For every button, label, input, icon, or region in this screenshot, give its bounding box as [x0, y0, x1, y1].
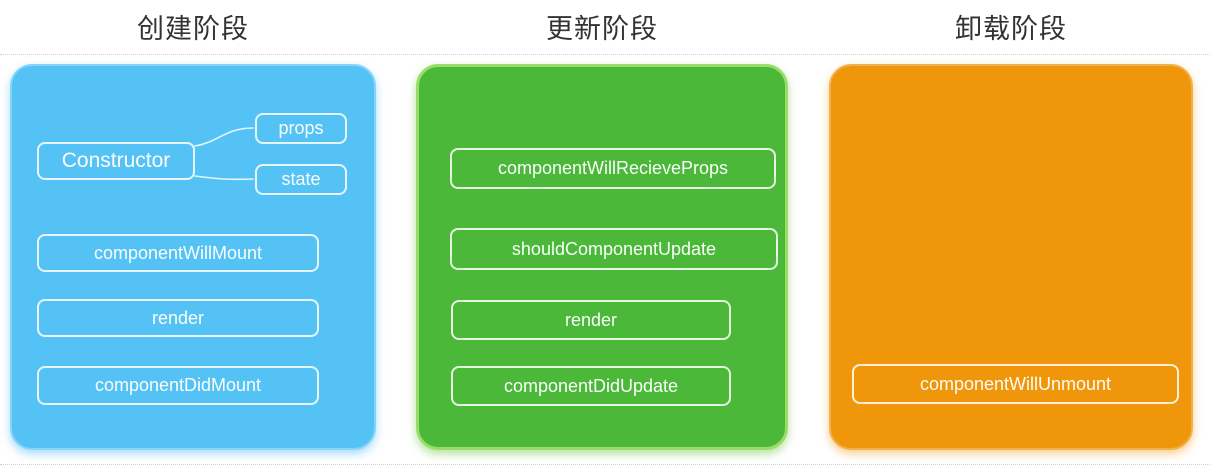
node-render-update: render — [451, 300, 731, 340]
panel-creation-phase: Constructor props state componentWillMou… — [10, 64, 376, 450]
constructor-to-state-connector — [194, 175, 254, 181]
node-render-create: render — [37, 299, 319, 337]
node-constructor: Constructor — [37, 142, 195, 180]
panel-title-unmount-phase: 卸载阶段 — [955, 14, 1067, 44]
node-props: props — [255, 113, 347, 144]
panel-update-phase: componentWillRecieveProps shouldComponen… — [416, 64, 788, 450]
node-state: state — [255, 164, 347, 195]
panel-unmount-phase: componentWillUnmount — [829, 64, 1193, 450]
panel-title-creation-phase: 创建阶段 — [137, 14, 249, 44]
panel-title-update-phase: 更新阶段 — [546, 14, 658, 44]
dotted-divider-bottom — [0, 464, 1210, 465]
node-component-will-recieve-props: componentWillRecieveProps — [450, 148, 776, 189]
node-component-did-mount: componentDidMount — [37, 366, 319, 405]
dotted-divider-top — [0, 54, 1210, 55]
node-component-will-unmount: componentWillUnmount — [852, 364, 1179, 404]
node-component-did-update: componentDidUpdate — [451, 366, 731, 406]
constructor-to-props-connector — [194, 127, 254, 147]
node-should-component-update: shouldComponentUpdate — [450, 228, 778, 270]
node-component-will-mount: componentWillMount — [37, 234, 319, 272]
